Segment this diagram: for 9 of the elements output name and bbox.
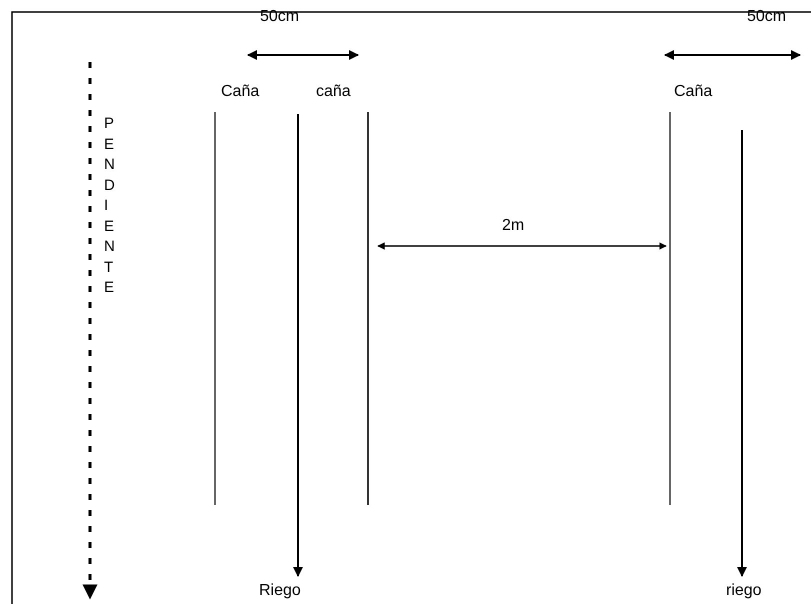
dimension-label: 2m bbox=[502, 217, 524, 235]
irrigation-label: Riego bbox=[259, 582, 301, 600]
row-label: Caña bbox=[674, 83, 712, 101]
dimension-label: 50cm bbox=[747, 8, 786, 26]
slope-label: PENDIENTE bbox=[104, 114, 116, 298]
row-label: caña bbox=[316, 83, 351, 101]
dimension-label: 50cm bbox=[260, 8, 300, 26]
row-label: Caña bbox=[221, 83, 260, 101]
irrigation-label: riego bbox=[726, 582, 762, 600]
